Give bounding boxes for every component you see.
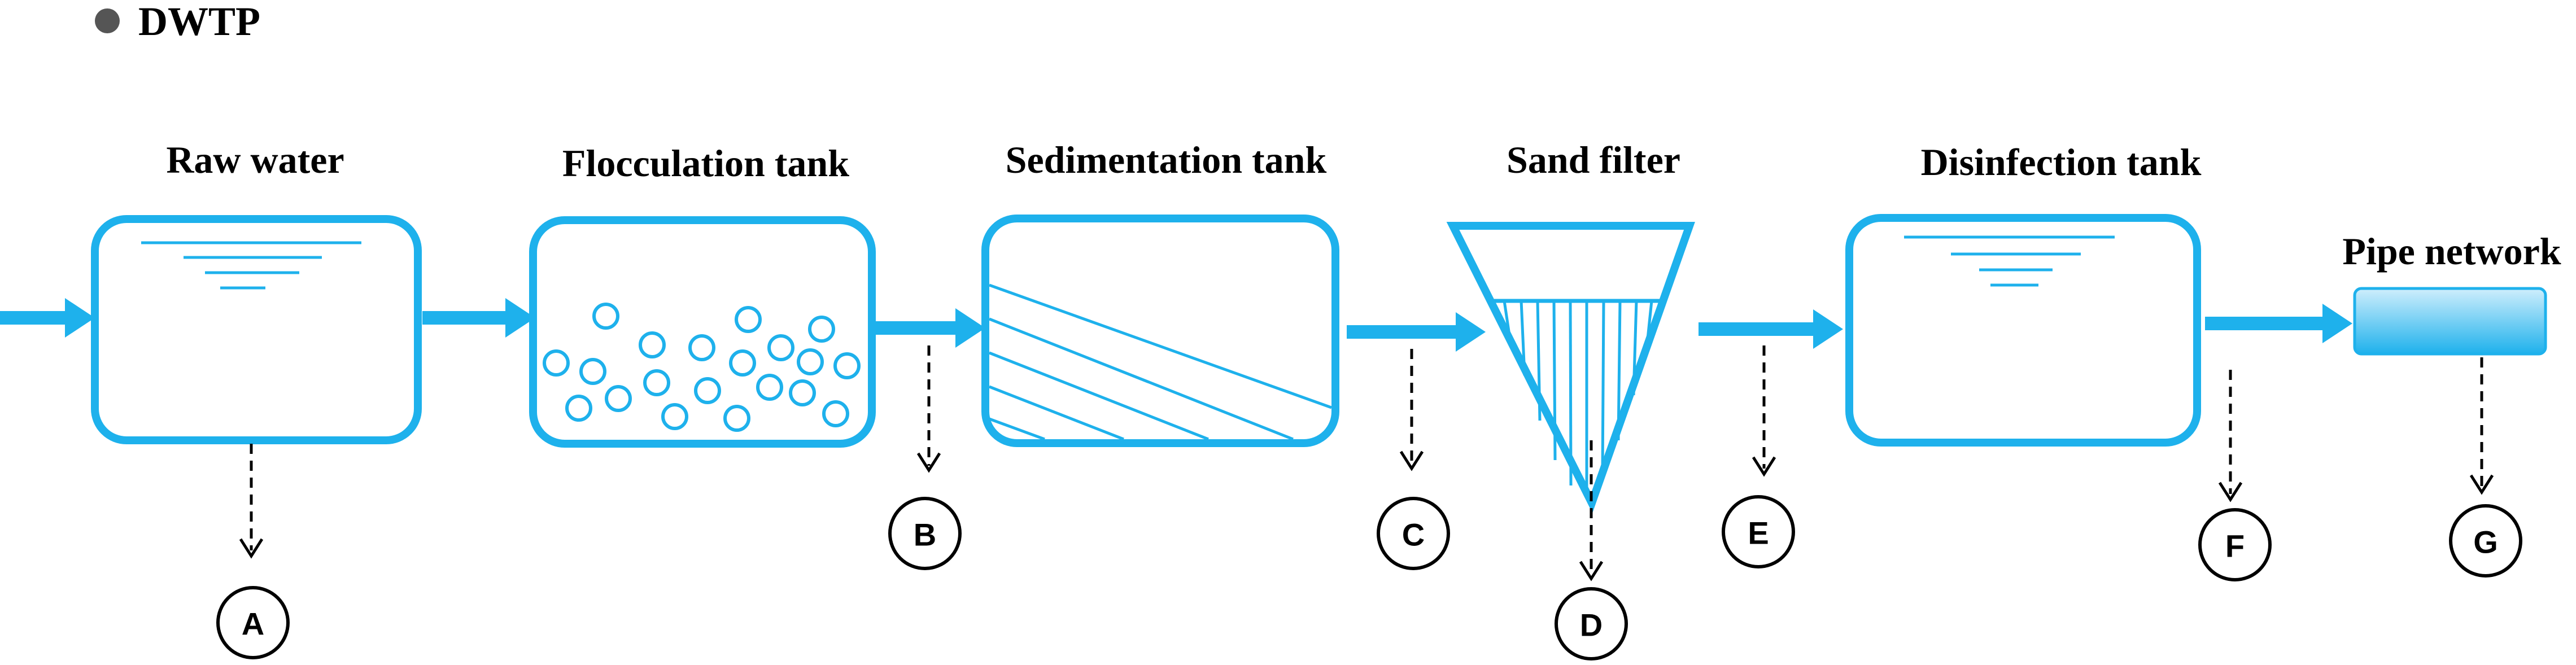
svg-text:D: D <box>1580 607 1603 643</box>
sampling-point-a: A <box>216 586 290 659</box>
sampling-point-d: D <box>1555 587 1628 660</box>
label-flocculation-tank: Flocculation tank <box>562 142 849 185</box>
dashed-arrow-b <box>916 345 941 473</box>
dashed-arrow-c <box>1399 349 1424 471</box>
pipe-network <box>2353 287 2547 356</box>
dashed-arrow-e <box>1752 345 1776 477</box>
label-sedimentation-tank: Sedimentation tank <box>1006 138 1327 181</box>
sampling-point-g: G <box>2449 504 2522 578</box>
dashed-arrow-a <box>239 444 264 559</box>
flow-arrow-sedimentation-to-sand <box>1347 312 1486 352</box>
sampling-point-e: E <box>1722 495 1795 568</box>
flow-arrow-inlet <box>0 298 95 338</box>
label-raw-water: Raw water <box>166 138 344 181</box>
diagram-title: DWTP <box>138 0 260 44</box>
title-bullet <box>95 8 120 33</box>
svg-text:A: A <box>242 606 264 642</box>
sampling-point-f: F <box>2198 508 2272 581</box>
dashed-arrow-d <box>1579 440 1604 581</box>
flow-arrow-raw-to-flocculation <box>422 298 535 338</box>
sand-filter <box>1446 222 1695 513</box>
raw-water-tank <box>91 215 422 444</box>
svg-text:C: C <box>1402 517 1425 553</box>
sampling-point-c: C <box>1377 497 1450 570</box>
dashed-arrow-g <box>2469 357 2494 495</box>
label-pipe-network: Pipe network <box>2342 230 2561 273</box>
svg-text:F: F <box>2225 528 2245 564</box>
flow-arrow-disinfection-to-pipe <box>2205 304 2352 343</box>
svg-text:G: G <box>2473 524 2498 560</box>
label-disinfection-tank: Disinfection tank <box>1921 141 2202 183</box>
disinfection-tank <box>1845 214 2201 447</box>
label-sand-filter: Sand filter <box>1507 138 1680 181</box>
flow-arrow-flocculation-to-sedimentation <box>875 308 985 348</box>
flow-arrow-sand-to-disinfection <box>1699 309 1843 349</box>
flocculation-tank <box>529 216 876 448</box>
sampling-point-b: B <box>888 497 962 570</box>
svg-text:B: B <box>914 517 936 553</box>
sedimentation-tank <box>981 215 1339 447</box>
dashed-arrow-f <box>2218 370 2243 502</box>
svg-text:E: E <box>1748 515 1769 551</box>
